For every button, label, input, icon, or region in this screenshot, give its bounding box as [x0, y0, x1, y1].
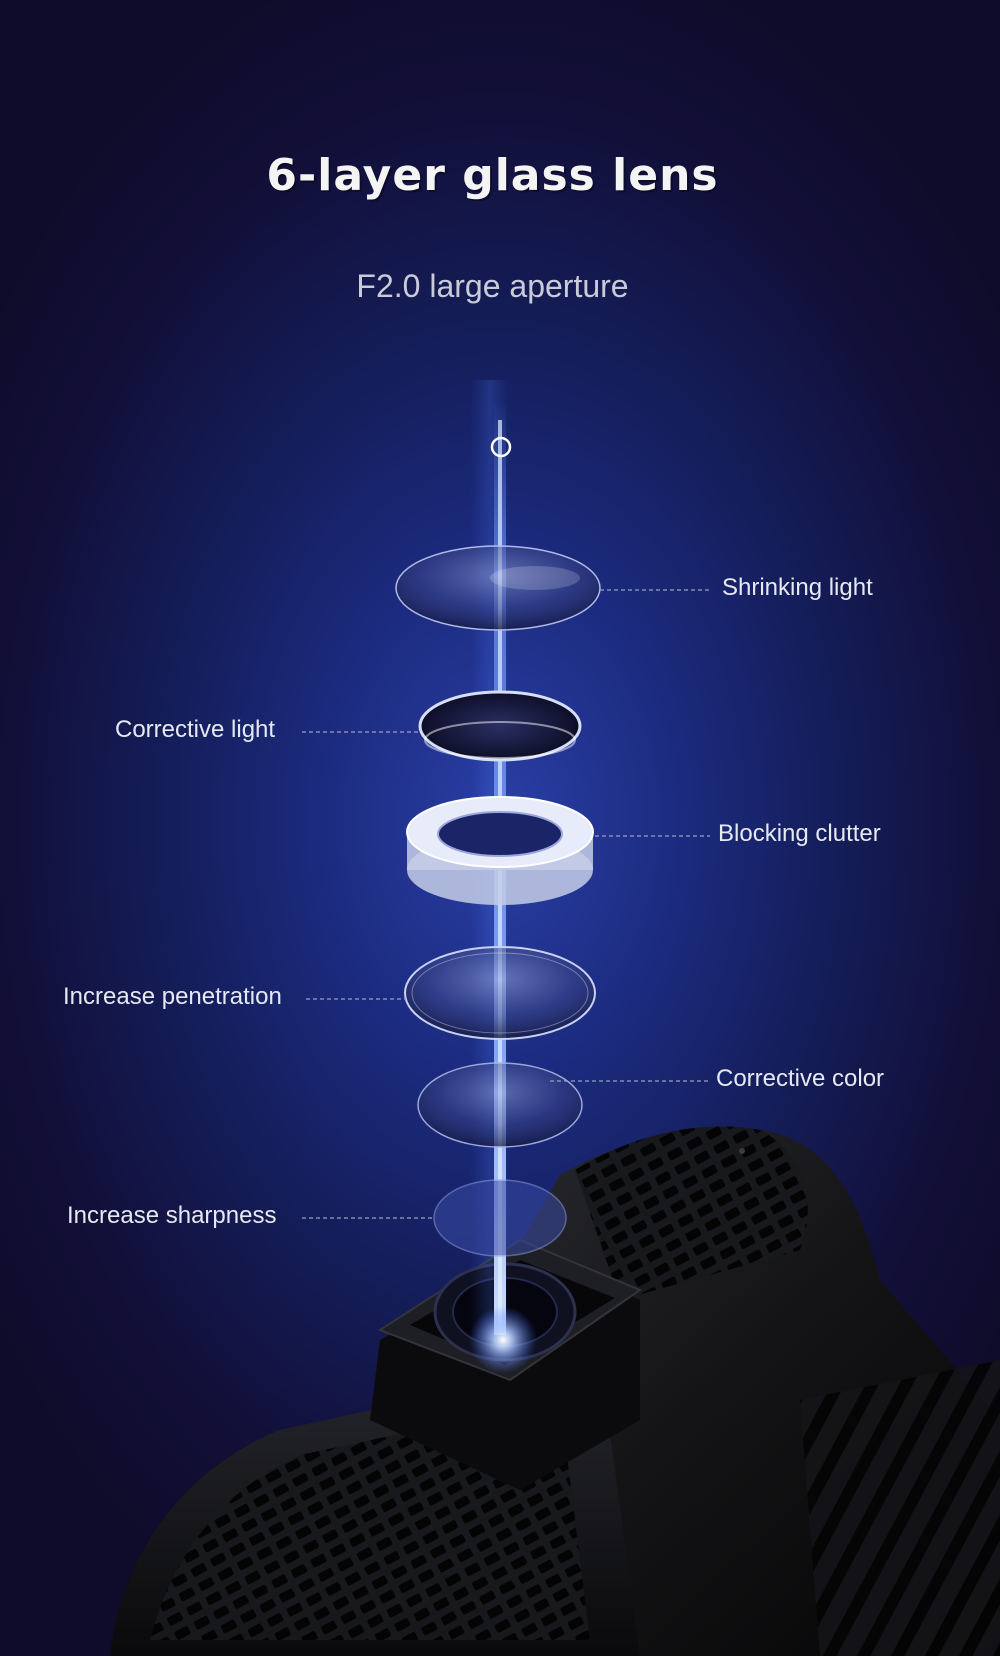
lens-element-3: [406, 796, 594, 905]
lens-element-5: [417, 1062, 583, 1148]
label-corrective-light: Corrective light: [115, 716, 276, 743]
circle-icon: [490, 436, 512, 458]
lens-element-6: [433, 1179, 567, 1257]
page-title: 6-layer glass lens: [266, 150, 719, 201]
label-blocking-clutter: Blocking clutter: [718, 820, 881, 847]
lens-element-1: [395, 545, 601, 631]
leader-lines: [302, 589, 710, 1219]
label-shrinking-light: Shrinking light: [722, 574, 873, 601]
label-increase-penetration: Increase penetration: [63, 983, 282, 1010]
lens-element-2: [418, 690, 582, 762]
label-corrective-color: Corrective color: [716, 1065, 885, 1092]
lens-element-4: [404, 946, 596, 1040]
label-increase-sharpness: Increase sharpness: [67, 1202, 277, 1229]
page-subtitle: F2.0 large aperture: [356, 268, 629, 304]
